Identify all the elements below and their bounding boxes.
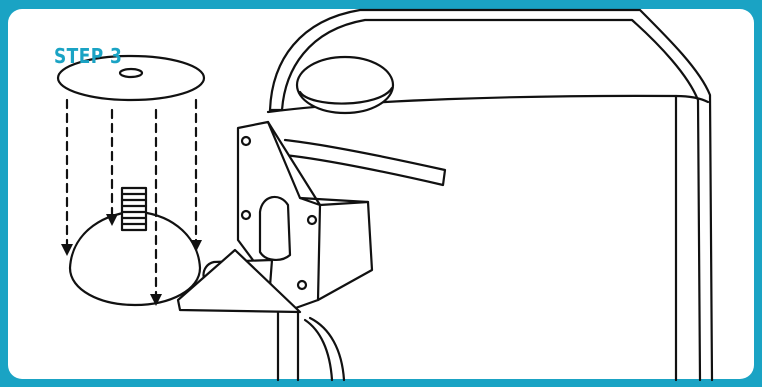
mount-bracket-icon (176, 120, 374, 382)
speaker-housing-icon (266, 8, 714, 382)
dome-base-icon (68, 186, 202, 307)
dashed-down-arrow-icon (65, 98, 198, 300)
flat-washer-disc-icon (56, 54, 206, 102)
step-title: STEP 3 (54, 44, 123, 68)
